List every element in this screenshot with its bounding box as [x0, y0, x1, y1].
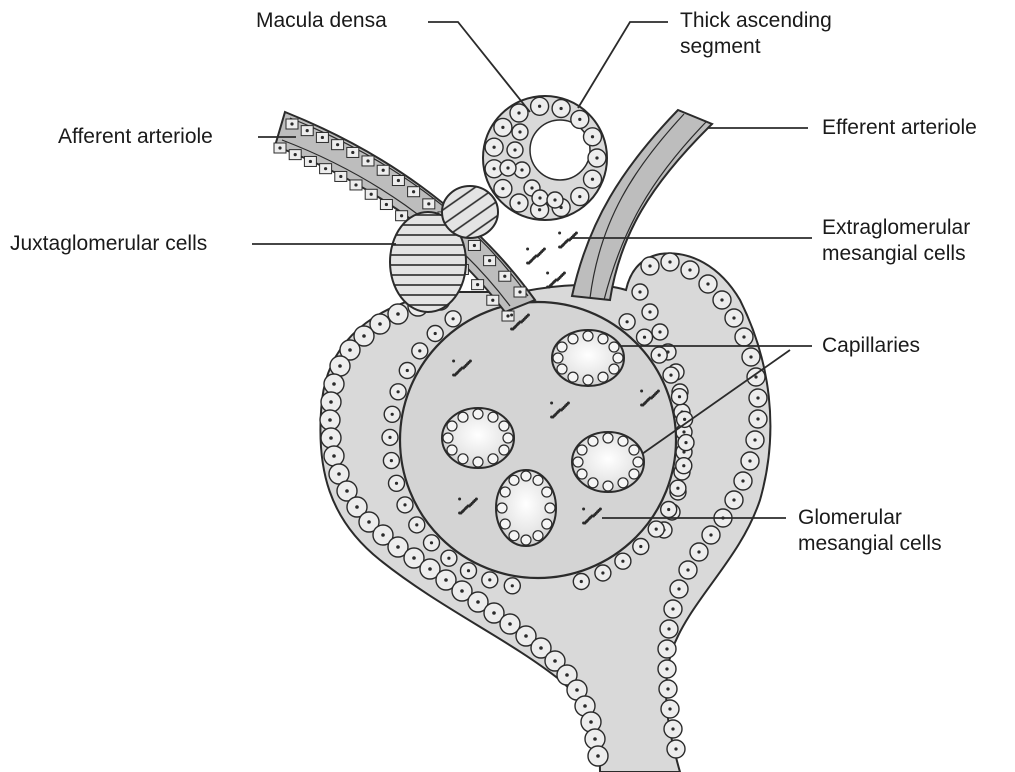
capillary	[496, 470, 556, 546]
label-juxtaglomerular-cells: Juxtaglomerular cells	[10, 231, 207, 257]
label-extraglomerular-mesangial-cells: Extraglomerular mesangial cells	[822, 215, 970, 267]
capillaries-text: Capillaries	[822, 333, 920, 359]
label-efferent-arteriole: Efferent arteriole	[822, 115, 977, 141]
capillary	[552, 330, 624, 386]
mesangial-dot-cluster	[526, 248, 546, 265]
label-capillaries: Capillaries	[822, 333, 920, 359]
label-macula-densa: Macula densa	[256, 8, 387, 34]
glomerular-text-1: Glomerular	[798, 505, 942, 531]
thick-ascending-text-1: Thick ascending	[680, 8, 832, 34]
macula-densa-text: Macula densa	[256, 8, 387, 34]
label-thick-ascending-segment: Thick ascending segment	[680, 8, 832, 60]
label-glomerular-mesangial-cells: Glomerular mesangial cells	[798, 505, 942, 557]
thick-ascending-text-2: segment	[680, 34, 832, 60]
glomerular-text-2: mesangial cells	[798, 531, 942, 557]
label-afferent-arteriole: Afferent arteriole	[58, 124, 213, 150]
juxtaglomerular-cells-text: Juxtaglomerular cells	[10, 231, 207, 257]
capillary	[442, 408, 514, 468]
extraglomerular-text-2: mesangial cells	[822, 241, 970, 267]
mesangial-dot-cluster	[558, 232, 578, 249]
efferent-arteriole-text: Efferent arteriole	[822, 115, 977, 141]
extraglomerular-text-1: Extraglomerular	[822, 215, 970, 241]
afferent-arteriole-text: Afferent arteriole	[58, 124, 213, 150]
thick-ascending-segment-shape	[483, 96, 607, 220]
capillary	[572, 432, 644, 492]
